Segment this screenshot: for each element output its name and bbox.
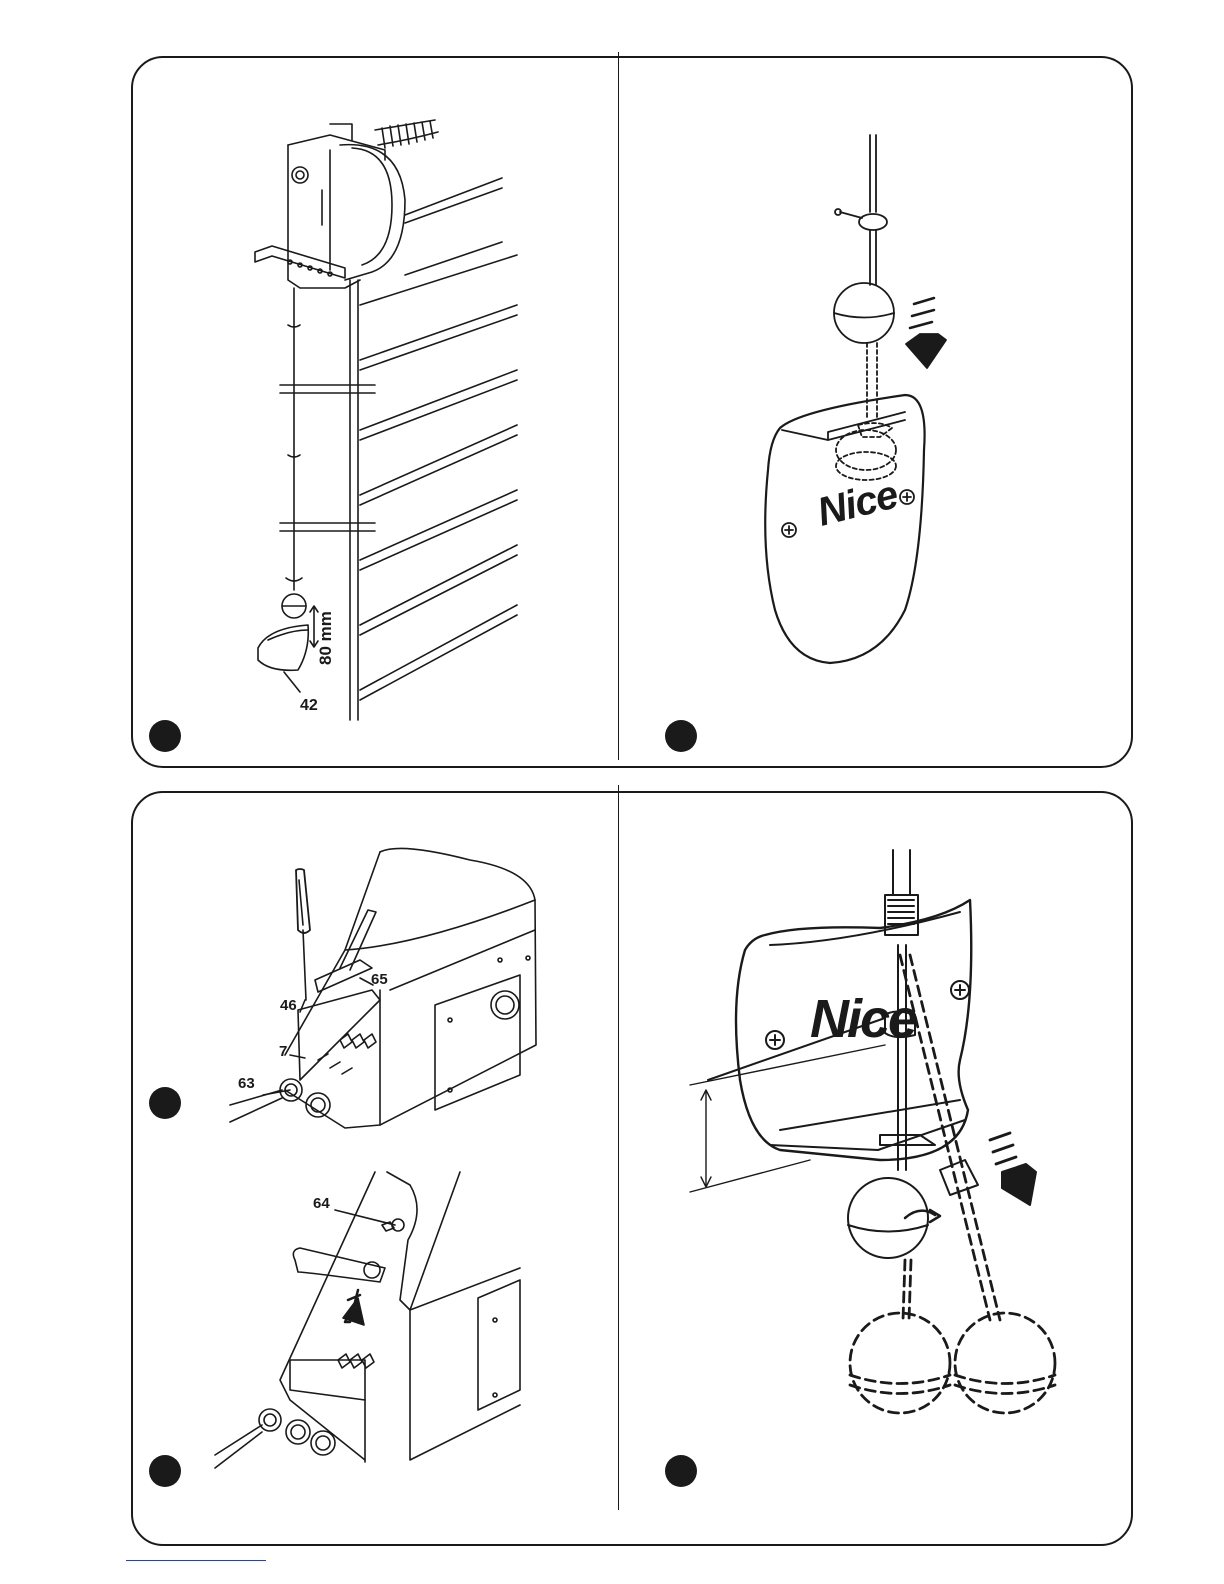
figure-d-marker bbox=[665, 1455, 697, 1487]
switch-logo-text-large: Nice bbox=[810, 988, 916, 1050]
footer-rule bbox=[126, 1560, 266, 1561]
